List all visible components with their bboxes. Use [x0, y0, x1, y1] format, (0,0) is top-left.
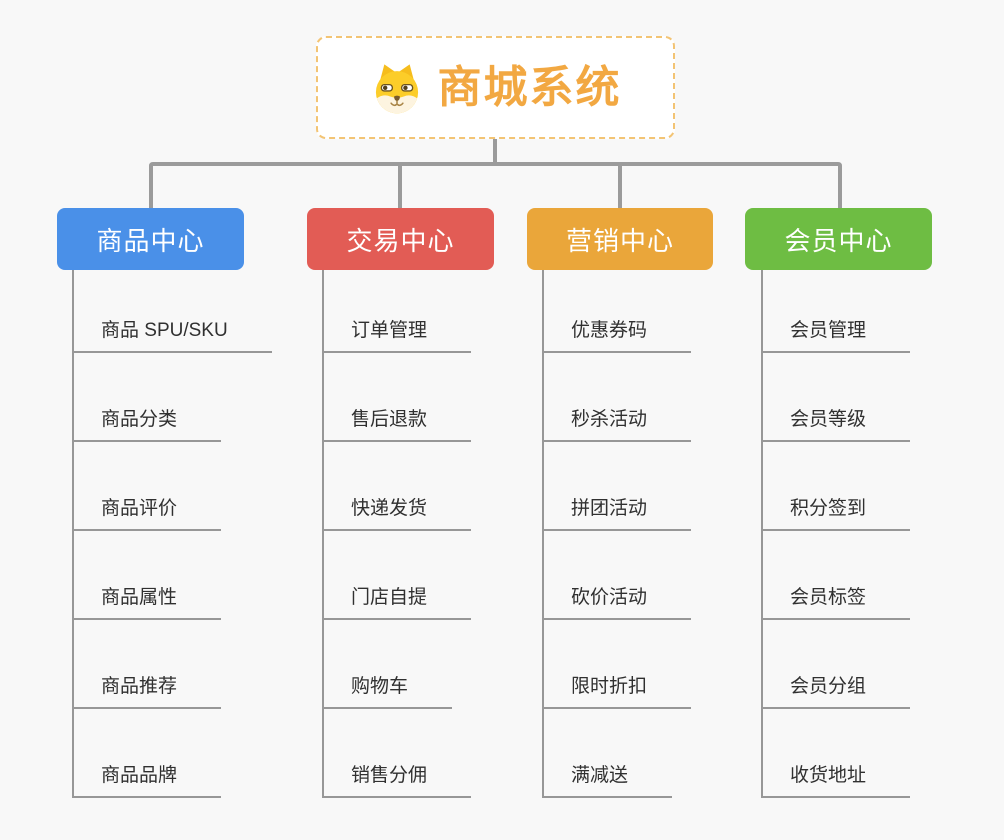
branch-label: 交易中心: [346, 225, 455, 256]
branch-subtree-trade-center: 订单管理 售后退款 快递发货 门店自提 购物车 销售分佣: [322, 270, 472, 798]
root-node-mall-system[interactable]: 商城系统: [316, 36, 675, 139]
leaf-node[interactable]: 商品推荐: [74, 620, 222, 709]
leaf-node[interactable]: 订单管理: [324, 270, 472, 353]
leaf-node[interactable]: 拼团活动: [544, 442, 692, 531]
branch-label: 商品中心: [96, 225, 205, 256]
branch-node-marketing-center[interactable]: 营销中心: [527, 208, 713, 270]
leaf-node[interactable]: 商品分类: [74, 353, 222, 442]
bus-line: [149, 162, 842, 208]
branch-subtree-marketing-center: 优惠券码 秒杀活动 拼团活动 砍价活动 限时折扣 满减送: [542, 270, 692, 798]
leaf-node[interactable]: 购物车: [324, 620, 453, 709]
leaf-node[interactable]: 砍价活动: [544, 531, 692, 620]
branch-subtree-product-center: 商品 SPU/SKU 商品分类 商品评价 商品属性 商品推荐 商品品牌: [72, 270, 272, 798]
leaf-node[interactable]: 限时折扣: [544, 620, 692, 709]
leaf-node[interactable]: 积分签到: [763, 442, 911, 531]
leaf-node[interactable]: 会员标签: [763, 531, 911, 620]
leaf-node[interactable]: 快递发货: [324, 442, 472, 531]
leaf-node[interactable]: 商品属性: [74, 531, 222, 620]
leaf-node[interactable]: 会员等级: [763, 353, 911, 442]
leaf-node[interactable]: 收货地址: [763, 709, 911, 798]
leaf-node[interactable]: 售后退款: [324, 353, 472, 442]
branch-label: 营销中心: [565, 225, 674, 256]
branch-node-product-center[interactable]: 商品中心: [57, 208, 244, 270]
leaf-node[interactable]: 优惠券码: [544, 270, 692, 353]
branch-node-trade-center[interactable]: 交易中心: [307, 208, 494, 270]
branch-node-member-center[interactable]: 会员中心: [745, 208, 932, 270]
leaf-node[interactable]: 会员管理: [763, 270, 911, 353]
leaf-node[interactable]: 满减送: [544, 709, 673, 798]
doge-icon: [375, 63, 418, 113]
branch-subtree-member-center: 会员管理 会员等级 积分签到 会员标签 会员分组 收货地址: [761, 270, 911, 798]
branch-label: 会员中心: [784, 225, 893, 256]
leaf-node[interactable]: 商品品牌: [74, 709, 222, 798]
leaf-node[interactable]: 销售分佣: [324, 709, 472, 798]
leaf-node[interactable]: 商品 SPU/SKU: [74, 270, 272, 353]
leaf-node[interactable]: 商品评价: [74, 442, 222, 531]
leaf-node[interactable]: 秒杀活动: [544, 353, 692, 442]
root-node-title: 商城系统: [437, 62, 622, 112]
leaf-node[interactable]: 门店自提: [324, 531, 472, 620]
leaf-node[interactable]: 会员分组: [763, 620, 911, 709]
